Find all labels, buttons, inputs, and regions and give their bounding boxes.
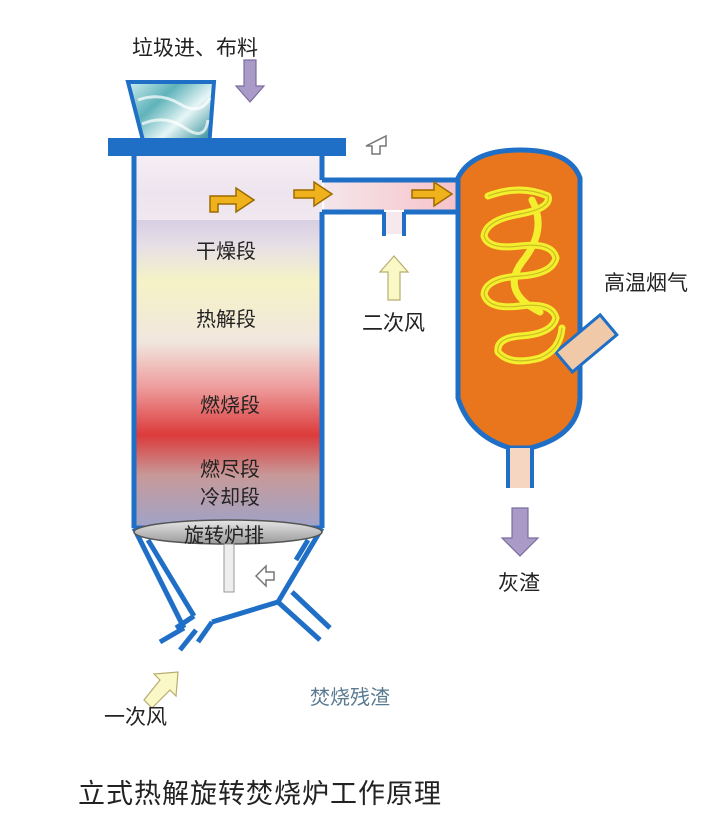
primary-air-inlet — [158, 590, 332, 652]
top-flange — [108, 138, 346, 156]
zone-label-cooling: 冷却段 — [200, 485, 260, 509]
grate-label: 旋转炉排 — [184, 523, 264, 547]
zone-label-drying: 干燥段 — [196, 239, 256, 263]
zone-label-combustion: 燃烧段 — [200, 393, 260, 417]
hot-flue-gas-label: 高温烟气 — [604, 271, 688, 295]
feed-label: 垃圾进、布料 — [132, 36, 258, 60]
residue-label: 焚烧残渣 — [310, 685, 390, 709]
primary-air-arrow — [143, 671, 179, 709]
boiler-vessel — [455, 147, 619, 488]
zone-label-pyrolysis: 热解段 — [196, 307, 256, 331]
gas-flow-arrow — [209, 180, 454, 214]
feed-arrow — [234, 59, 266, 103]
ash-arrow — [500, 507, 540, 557]
recycle-icon — [254, 564, 275, 588]
ash-label: 灰渣 — [498, 571, 540, 595]
primary-air-label: 一次风 — [104, 705, 167, 729]
secondary-air-label: 二次风 — [362, 311, 425, 335]
secondary-air-arrow — [378, 255, 410, 301]
diagram-caption: 立式热解旋转焚烧炉工作原理 — [78, 779, 442, 810]
zone-label-burnout: 燃尽段 — [200, 457, 260, 481]
grate-shaft — [223, 543, 235, 593]
recycle-icon — [365, 134, 387, 155]
